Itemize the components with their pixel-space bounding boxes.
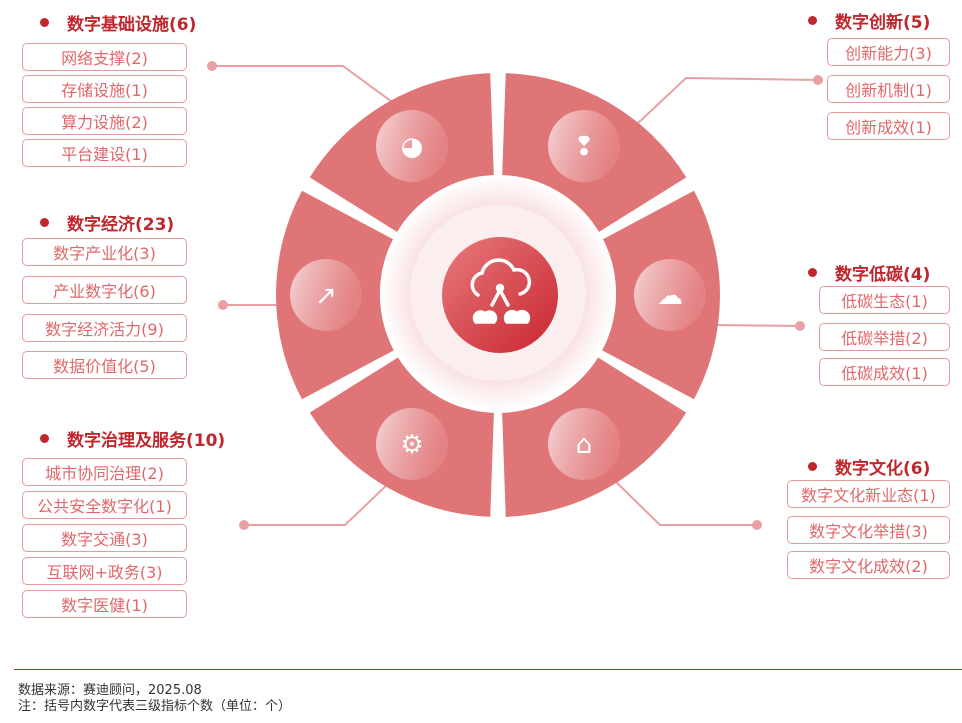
group-title-text: 数字文化(6)	[835, 459, 931, 479]
connector-line	[635, 76, 819, 126]
icon-badge	[548, 110, 620, 183]
connector-dot	[218, 300, 228, 310]
center-core	[442, 237, 558, 353]
bullet-dot	[40, 218, 49, 227]
icon-badge	[548, 407, 620, 480]
bullet-dot	[808, 268, 817, 277]
indicator-box: 低碳成效(1)	[819, 358, 950, 386]
group-title: 数字治理及服务(10)	[40, 426, 225, 451]
source-note: 数据来源：赛迪顾问，2025.08	[18, 683, 202, 698]
indicator-box: 低碳生态(1)	[819, 286, 950, 314]
leaf-cloud-icon: ☁	[657, 281, 683, 311]
connector-dot	[795, 321, 805, 331]
pie-chart-icon: ◕	[401, 132, 424, 162]
bullet-dot	[40, 434, 49, 443]
connector-dot	[207, 61, 217, 71]
group-title: 数字文化(6)	[808, 454, 930, 479]
icon-badge	[376, 110, 448, 183]
indicator-box: 数字医健(1)	[22, 590, 187, 618]
bullet-dot	[808, 16, 817, 25]
connector-line	[212, 65, 393, 103]
group-title-text: 数字治理及服务(10)	[67, 431, 226, 451]
indicator-box: 数字文化新业态(1)	[787, 480, 950, 508]
indicator-box: 网络支撑(2)	[22, 43, 187, 71]
group-title-text: 数字基础设施(6)	[67, 15, 197, 35]
growth-chart-icon: ↗	[315, 281, 337, 311]
indicator-box: 算力设施(2)	[22, 107, 187, 135]
indicator-box: 数字文化举措(3)	[787, 516, 950, 544]
indicator-box: 公共安全数字化(1)	[22, 491, 187, 519]
idea-bubble-icon: ❢	[573, 132, 595, 162]
indicator-box: 数字文化成效(2)	[787, 551, 950, 579]
icon-badge	[376, 407, 448, 480]
icon-badge	[290, 259, 362, 331]
cloud-network-icon	[470, 258, 532, 324]
group-title-text: 数字低碳(4)	[835, 265, 931, 285]
indicator-box: 数字交通(3)	[22, 524, 187, 552]
indicator-box: 创新机制(1)	[827, 75, 950, 103]
group-title: 数字基础设施(6)	[40, 10, 196, 35]
connector-line	[244, 481, 391, 526]
group-title-text: 数字创新(5)	[835, 13, 931, 33]
bullet-dot	[40, 18, 49, 27]
indicator-box: 低碳举措(2)	[819, 323, 950, 351]
indicator-box: 产业数字化(6)	[22, 276, 187, 304]
group-title-text: 数字经济(23)	[67, 215, 175, 235]
group-title: 数字经济(23)	[40, 210, 174, 235]
icon-badge	[634, 259, 706, 331]
connector-line	[714, 324, 801, 327]
indicator-box: 数字产业化(3)	[22, 238, 187, 266]
home-gear-icon: ⌂	[576, 430, 593, 460]
group-title: 数字创新(5)	[808, 8, 930, 33]
indicator-box: 互联网+政务(3)	[22, 557, 187, 585]
connector-dot	[813, 75, 823, 85]
indicator-box: 创新成效(1)	[827, 112, 950, 140]
indicator-box: 存储设施(1)	[22, 75, 187, 103]
footnote: 注：括号内数字代表三级指标个数（单位：个）	[18, 699, 292, 714]
group-title: 数字低碳(4)	[808, 260, 930, 285]
bullet-dot	[808, 462, 817, 471]
connector-line	[613, 479, 757, 526]
indicator-box: 平台建设(1)	[22, 139, 187, 167]
footer-divider	[14, 669, 962, 670]
connector-dot	[752, 520, 762, 530]
indicator-box: 创新能力(3)	[827, 38, 950, 66]
connector-dot	[239, 520, 249, 530]
indicator-box: 数据价值化(5)	[22, 351, 187, 379]
indicator-box: 数字经济活力(9)	[22, 314, 187, 342]
indicator-box: 城市协同治理(2)	[22, 458, 187, 486]
gears-icon: ⚙	[400, 430, 423, 460]
